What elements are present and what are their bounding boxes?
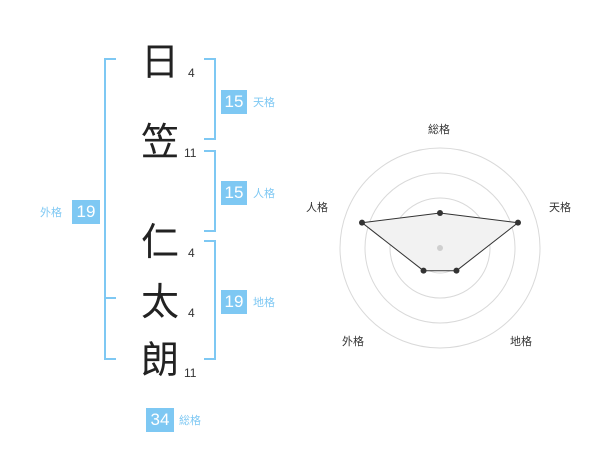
gaikaku-value: 19 xyxy=(72,200,100,224)
radar-ring xyxy=(339,147,541,349)
chikaku-label: 地格 xyxy=(253,296,275,309)
radar-ring xyxy=(364,172,516,324)
soukaku-value: 34 xyxy=(146,408,174,432)
radar-label-soukaku: 総格 xyxy=(428,123,450,136)
radar-point-2 xyxy=(453,267,460,274)
char-4: 太 xyxy=(140,280,179,324)
gaikaku-bracket-mid-tick xyxy=(104,297,116,299)
radar-label-tenkaku: 天格 xyxy=(549,201,571,214)
char-1: 日 xyxy=(140,40,179,84)
char-3-strokes: 4 xyxy=(188,246,195,260)
char-3: 仁 xyxy=(140,220,179,264)
char-5: 朗 xyxy=(140,338,179,382)
radar-label-jinkaku: 人格 xyxy=(306,201,328,214)
jinkaku-bracket xyxy=(204,150,216,232)
radar-point-4 xyxy=(359,219,366,226)
tenkaku-value: 15 xyxy=(221,90,247,114)
char-2-strokes: 11 xyxy=(184,146,197,160)
tenkaku-label: 天格 xyxy=(253,96,275,109)
soukaku-label: 総格 xyxy=(179,414,201,427)
chikaku-value: 19 xyxy=(221,290,247,314)
radar-center-dot xyxy=(437,245,443,251)
radar-series-area xyxy=(360,212,520,272)
radar-point-3 xyxy=(420,267,427,274)
char-1-strokes: 4 xyxy=(188,66,195,80)
char-2: 笠 xyxy=(140,120,179,164)
chikaku-bracket xyxy=(204,240,216,360)
radar-label-chikaku: 地格 xyxy=(510,335,532,348)
char-4-strokes: 4 xyxy=(188,306,195,320)
char-5-strokes: 11 xyxy=(184,366,197,380)
tenkaku-bracket xyxy=(204,58,216,140)
jinkaku-value: 15 xyxy=(221,181,247,205)
gaikaku-label: 外格 xyxy=(40,206,62,219)
radar-point-1 xyxy=(514,219,521,226)
radar-point-0 xyxy=(437,210,443,216)
radar-ring xyxy=(389,197,491,299)
radar-label-gaikaku: 外格 xyxy=(342,335,364,348)
gaikaku-bracket xyxy=(104,58,116,360)
jinkaku-label: 人格 xyxy=(253,187,275,200)
